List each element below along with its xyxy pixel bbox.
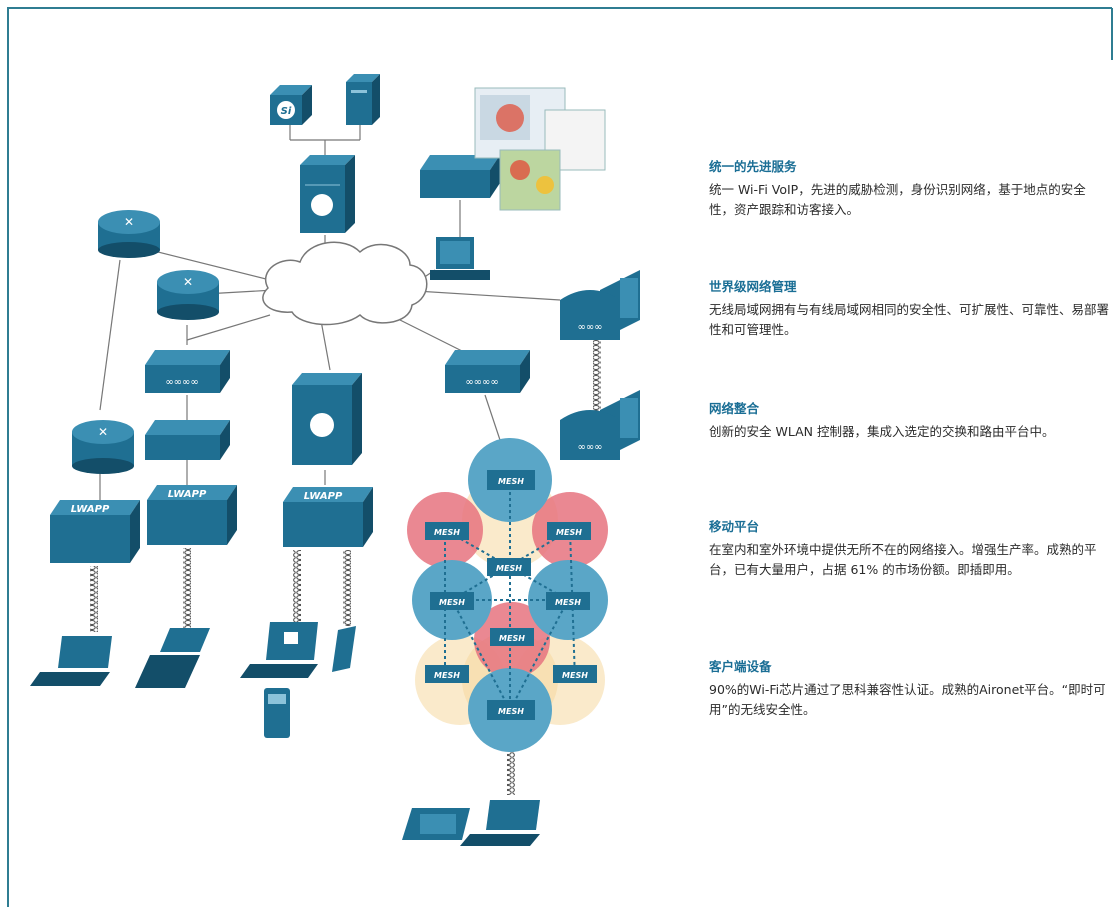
laptop-icon bbox=[30, 636, 112, 686]
mesh-label: MESH bbox=[556, 528, 582, 537]
si-label: Si bbox=[281, 106, 292, 117]
feature-section: 统一的先进服务 统一 Wi-Fi VoIP，先进的威胁检测，身份识别网络，基于地… bbox=[709, 158, 1109, 220]
svg-text:∞∞∞: ∞∞∞ bbox=[578, 442, 603, 453]
lwapp-access-point-icon: LWAPP bbox=[147, 485, 237, 545]
section-title: 统一的先进服务 bbox=[709, 159, 797, 174]
building-icon: ∞∞∞ bbox=[560, 270, 640, 340]
mesh-label: MESH bbox=[562, 671, 588, 680]
mesh-label: MESH bbox=[434, 528, 460, 537]
si-switch-icon: Si bbox=[270, 85, 312, 125]
svg-text:∞∞∞∞: ∞∞∞∞ bbox=[165, 377, 198, 388]
handheld-scanner-icon bbox=[135, 628, 210, 688]
lwapp-label: LWAPP bbox=[71, 504, 110, 515]
svg-text:∞∞∞: ∞∞∞ bbox=[578, 322, 603, 333]
svg-text:✕: ✕ bbox=[98, 425, 108, 439]
wireless-links bbox=[90, 335, 601, 795]
wlan-controller-icon: ∞∞∞∞ bbox=[145, 350, 230, 393]
mesh-label: MESH bbox=[499, 634, 525, 643]
feature-section: 移动平台 在室内和室外环境中提供无所不在的网络接入。增强生产率。成熟的平台，已有… bbox=[709, 518, 1109, 580]
section-body: 统一 Wi-Fi VoIP，先进的威胁检测，身份识别网络，基于地点的安全性，资产… bbox=[709, 182, 1086, 217]
network-cloud bbox=[262, 241, 428, 326]
management-switch-icon bbox=[420, 155, 500, 198]
mesh-label: MESH bbox=[555, 598, 581, 607]
section-title: 移动平台 bbox=[709, 519, 760, 534]
wcs-screenshots bbox=[474, 87, 606, 211]
wireless-ip-phone-icon bbox=[264, 688, 290, 738]
lwapp-label: LWAPP bbox=[168, 489, 207, 500]
core-switch-icon bbox=[300, 155, 355, 233]
mesh-label: MESH bbox=[434, 671, 460, 680]
section-title: 客户端设备 bbox=[709, 659, 772, 674]
section-body: 90%的Wi-Fi芯片通过了思科兼容性认证。成熟的Aironet平台。“即时可用… bbox=[709, 682, 1106, 717]
router-icon: ✕ bbox=[157, 270, 219, 320]
mesh-access-points: MESH MESH MESH MESH MESH MESH MESH MESH … bbox=[425, 470, 597, 720]
multilayer-switch-icon bbox=[292, 373, 362, 465]
svg-text:∞∞∞∞: ∞∞∞∞ bbox=[465, 377, 498, 388]
management-workstation-icon bbox=[430, 237, 490, 280]
network-diagram: Si bbox=[30, 74, 640, 846]
mesh-label: MESH bbox=[496, 564, 522, 573]
lwapp-access-point-icon: LWAPP bbox=[50, 500, 140, 563]
server-tower-icon bbox=[346, 74, 380, 125]
tablet-icon bbox=[402, 808, 470, 840]
secure-laptop-icon bbox=[240, 622, 318, 678]
svg-text:✕: ✕ bbox=[124, 215, 134, 229]
mobile-phone-icon bbox=[332, 626, 356, 672]
feature-section: 世界级网络管理 无线局域网拥有与有线局域网相同的安全性、可扩展性、可靠性、易部署… bbox=[709, 278, 1109, 340]
laptop-icon bbox=[460, 800, 540, 846]
feature-section: 客户端设备 90%的Wi-Fi芯片通过了思科兼容性认证。成熟的Aironet平台… bbox=[709, 658, 1109, 720]
building-icon: ∞∞∞ bbox=[560, 390, 640, 460]
lwapp-access-point-icon: LWAPP bbox=[283, 487, 373, 547]
lwapp-label: LWAPP bbox=[304, 491, 343, 502]
section-body: 无线局域网拥有与有线局域网相同的安全性、可扩展性、可靠性、易部署性和可管理性。 bbox=[709, 302, 1110, 337]
wlan-controller-icon: ∞∞∞∞ bbox=[445, 350, 530, 393]
feature-section: 网络整合 创新的安全 WLAN 控制器，集成入选定的交换和路由平台中。 bbox=[709, 400, 1109, 442]
section-body: 在室内和室外环境中提供无所不在的网络接入。增强生产率。成熟的平台，已有大量用户，… bbox=[709, 542, 1097, 577]
section-title: 网络整合 bbox=[709, 401, 760, 416]
mesh-label: MESH bbox=[498, 707, 524, 716]
mesh-label: MESH bbox=[498, 477, 524, 486]
mesh-label: MESH bbox=[439, 598, 465, 607]
section-body: 创新的安全 WLAN 控制器，集成入选定的交换和路由平台中。 bbox=[709, 424, 1055, 439]
router-icon: ✕ bbox=[72, 420, 134, 474]
mesh-network: MESH MESH MESH MESH MESH MESH MESH MESH … bbox=[407, 438, 608, 752]
svg-text:✕: ✕ bbox=[183, 275, 193, 289]
switch-icon bbox=[145, 420, 230, 460]
router-icon: ✕ bbox=[98, 210, 160, 258]
section-title: 世界级网络管理 bbox=[709, 279, 797, 294]
